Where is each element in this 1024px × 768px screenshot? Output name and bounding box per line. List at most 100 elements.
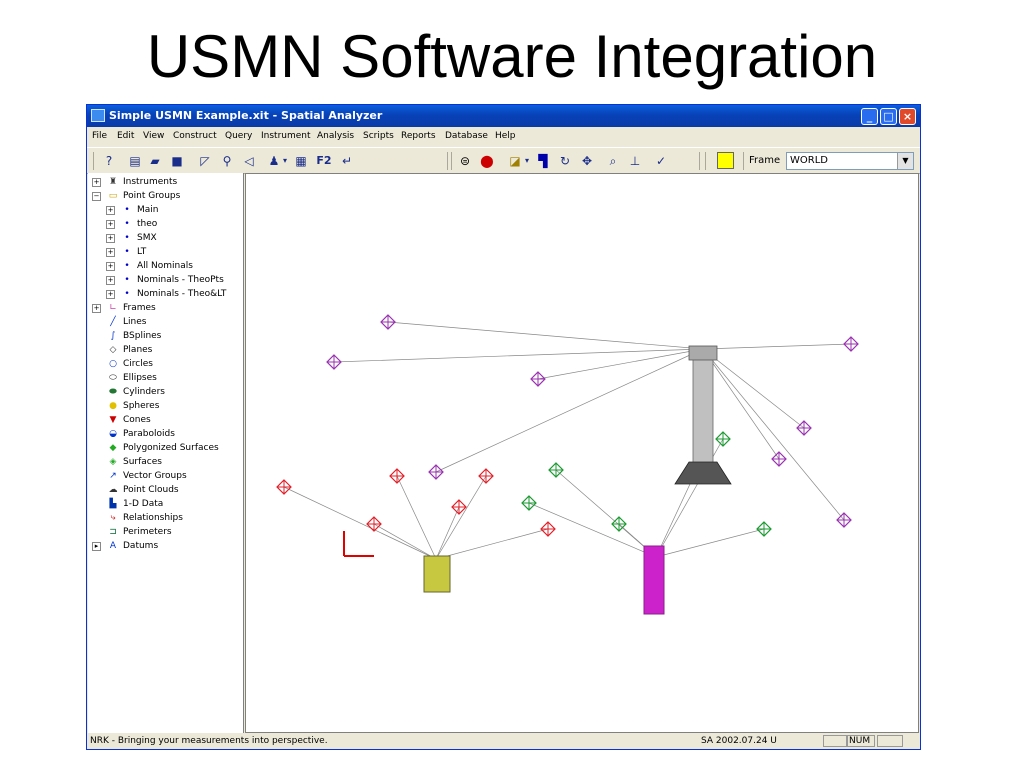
help-pointer-icon[interactable]: ?	[105, 154, 113, 168]
tree-item-3[interactable]: +•Main	[88, 203, 242, 217]
select-tool-icon[interactable]: ◸	[200, 154, 210, 168]
tree-item-5[interactable]: +•SMX	[88, 231, 242, 245]
target-point-icon[interactable]	[796, 420, 812, 436]
move-icon[interactable]: ✥	[581, 154, 593, 168]
menu-help[interactable]: Help	[495, 131, 516, 141]
menu-edit[interactable]: Edit	[117, 131, 135, 141]
tree-item-25[interactable]: ⤷Relationships	[88, 511, 242, 525]
comment-icon[interactable]: ⌕	[609, 154, 617, 168]
target-point-icon[interactable]	[611, 516, 627, 532]
tree-item-23[interactable]: ☁Point Clouds	[88, 483, 242, 497]
target-point-icon[interactable]	[540, 521, 556, 537]
tree-view[interactable]: +♜Instruments−▭Point Groups+•Main+•theo+…	[88, 173, 244, 733]
rotate-icon[interactable]: ↻	[559, 154, 571, 168]
target-point-icon[interactable]	[530, 371, 546, 387]
expand-toggle-icon[interactable]: +	[92, 178, 101, 187]
expand-toggle-icon[interactable]: ▸	[92, 542, 101, 551]
expand-toggle-icon[interactable]: −	[92, 192, 101, 201]
target-point-icon[interactable]	[548, 462, 564, 478]
instrument-tool-icon[interactable]: ▦	[295, 154, 307, 168]
target-point-icon[interactable]	[771, 451, 787, 467]
enter-icon[interactable]: ↵	[341, 154, 353, 168]
expand-toggle-icon[interactable]: +	[106, 234, 115, 243]
color-swatch[interactable]	[717, 152, 734, 169]
menu-reports[interactable]: Reports	[401, 131, 436, 141]
tree-item-9[interactable]: +•Nominals - Theo&LT	[88, 287, 242, 301]
tree-item-13[interactable]: ◇Planes	[88, 343, 242, 357]
magnify-icon[interactable]: ⚲	[222, 154, 232, 168]
target-point-icon[interactable]	[478, 468, 494, 484]
target-point-icon[interactable]	[521, 495, 537, 511]
tree-item-20[interactable]: ◆Polygonized Surfaces	[88, 441, 242, 455]
expand-toggle-icon[interactable]: +	[106, 206, 115, 215]
target-point-icon[interactable]	[451, 499, 467, 515]
tree-item-26[interactable]: ⊐Perimeters	[88, 525, 242, 539]
expand-toggle-icon[interactable]: +	[106, 220, 115, 229]
open-folder-icon[interactable]: ▰	[150, 154, 160, 168]
run-icon[interactable]: ♟	[268, 154, 280, 168]
tree-item-16[interactable]: ⬬Cylinders	[88, 385, 242, 399]
title-bar[interactable]: Simple USMN Example.xit - Spatial Analyz…	[87, 105, 920, 127]
tree-item-18[interactable]: ▼Cones	[88, 413, 242, 427]
target-point-icon[interactable]	[276, 479, 292, 495]
tree-item-10[interactable]: +∟Frames	[88, 301, 242, 315]
tree-item-1[interactable]: +♜Instruments	[88, 175, 242, 189]
tree-item-4[interactable]: +•theo	[88, 217, 242, 231]
target-point-icon[interactable]	[843, 336, 859, 352]
expand-toggle-icon[interactable]: +	[106, 290, 115, 299]
tree-item-label: Nominals - Theo&LT	[137, 289, 227, 299]
target-point-icon[interactable]	[366, 516, 382, 532]
tree-item-24[interactable]: ▙1-D Data	[88, 497, 242, 511]
minimize-button[interactable]: _	[861, 108, 878, 125]
target-point-icon[interactable]	[756, 521, 772, 537]
target-point-icon[interactable]	[326, 354, 342, 370]
tree-item-11[interactable]: ╱Lines	[88, 315, 242, 329]
expand-toggle-icon[interactable]: +	[106, 248, 115, 257]
tree-item-22[interactable]: ↗Vector Groups	[88, 469, 242, 483]
tree-item-14[interactable]: ○Circles	[88, 357, 242, 371]
menu-instrument[interactable]: Instrument	[261, 131, 311, 141]
database-icon[interactable]: ⊜	[459, 154, 471, 168]
chevron-down-icon[interactable]: ▼	[897, 153, 913, 169]
construct-icon[interactable]: ◪	[509, 154, 521, 168]
target-point-icon[interactable]	[380, 314, 396, 330]
tree-item-2[interactable]: −▭Point Groups	[88, 189, 242, 203]
save-icon[interactable]: ■	[171, 154, 183, 168]
maximize-button[interactable]: □	[880, 108, 897, 125]
audio-icon[interactable]: ◁	[244, 154, 254, 168]
tree-item-21[interactable]: ◈Surfaces	[88, 455, 242, 469]
menu-view[interactable]: View	[143, 131, 165, 141]
run-dropdown-icon[interactable]: ▾	[282, 156, 287, 165]
perpendicular-icon[interactable]: ⊥	[629, 154, 641, 168]
close-button[interactable]: ×	[899, 108, 916, 125]
expand-toggle-icon[interactable]: +	[106, 276, 115, 285]
menu-construct[interactable]: Construct	[173, 131, 217, 141]
target-point-icon[interactable]	[836, 512, 852, 528]
menu-query[interactable]: Query	[225, 131, 253, 141]
frame-select[interactable]: WORLD ▼	[786, 152, 914, 170]
tree-item-19[interactable]: ◒Paraboloids	[88, 427, 242, 441]
f2-button[interactable]: F2	[316, 154, 332, 167]
menu-analysis[interactable]: Analysis	[317, 131, 355, 141]
construct-dropdown-icon[interactable]: ▾	[524, 156, 529, 165]
tree-item-17[interactable]: ●Spheres	[88, 399, 242, 413]
tree-item-15[interactable]: ⬭Ellipses	[88, 371, 242, 385]
3d-viewport[interactable]	[245, 173, 919, 733]
tree-item-8[interactable]: +•Nominals - TheoPts	[88, 273, 242, 287]
menu-scripts[interactable]: Scripts	[363, 131, 394, 141]
tree-item-7[interactable]: +•All Nominals	[88, 259, 242, 273]
menu-database[interactable]: Database	[445, 131, 488, 141]
flag-icon[interactable]: ▜	[538, 154, 548, 168]
target-point-icon[interactable]	[428, 464, 444, 480]
tree-item-6[interactable]: +•LT	[88, 245, 242, 259]
check-icon[interactable]: ✓	[655, 154, 667, 168]
target-point-icon[interactable]	[715, 431, 731, 447]
target-point-icon[interactable]	[389, 468, 405, 484]
new-file-icon[interactable]: ▤	[129, 154, 141, 168]
tree-item-12[interactable]: ∫BSplines	[88, 329, 242, 343]
expand-toggle-icon[interactable]: +	[106, 262, 115, 271]
menu-file[interactable]: File	[92, 131, 108, 141]
red-database-icon[interactable]: ⬤	[480, 154, 494, 168]
expand-toggle-icon[interactable]: +	[92, 304, 101, 313]
